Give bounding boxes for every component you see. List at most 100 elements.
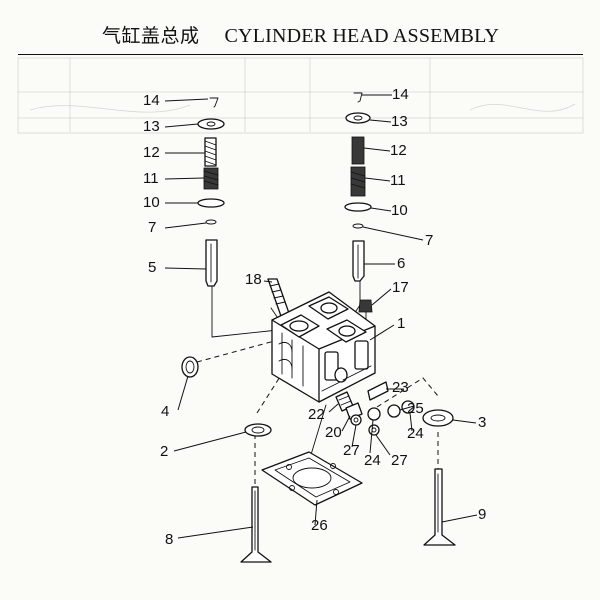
ghost-table bbox=[17, 57, 584, 134]
callout-14-left: 14 bbox=[143, 92, 160, 109]
callout-18: 18 bbox=[245, 271, 262, 288]
cylinder-head-part-1 bbox=[271, 291, 376, 403]
valve-guide-part-5 bbox=[205, 239, 218, 287]
plug-part-17 bbox=[358, 299, 373, 313]
callout-2: 2 bbox=[160, 443, 168, 460]
leader-11-left bbox=[164, 177, 205, 180]
left-valve-stack bbox=[197, 97, 225, 287]
spring-retainer-part-13-right bbox=[345, 112, 371, 124]
head-bore-right bbox=[338, 325, 356, 337]
spring-retainer-inner-left bbox=[206, 121, 216, 127]
leader-1 bbox=[369, 324, 395, 341]
spring-retainer-inner-right bbox=[353, 115, 363, 121]
leader-18 bbox=[263, 280, 273, 283]
valve-part-8 bbox=[240, 486, 272, 563]
leader-3 bbox=[452, 419, 477, 424]
title-rule bbox=[18, 54, 583, 55]
leader-26 bbox=[314, 499, 318, 526]
callout-13-right: 13 bbox=[391, 113, 408, 130]
callout-20: 20 bbox=[325, 424, 342, 441]
leader-5 bbox=[164, 267, 207, 270]
nut-part-25 bbox=[387, 404, 401, 418]
leader-13-right bbox=[369, 119, 392, 123]
outer-spring-coils-left bbox=[203, 170, 219, 186]
washer-part-27-left bbox=[350, 414, 362, 426]
valve-part-9 bbox=[423, 468, 456, 546]
leader-8 bbox=[177, 526, 254, 539]
head-bore-left bbox=[289, 320, 309, 332]
callout-9: 9 bbox=[478, 506, 486, 523]
leader-22 bbox=[328, 403, 339, 413]
dashed-line-item-3 bbox=[376, 377, 439, 408]
seal-part-7-right bbox=[352, 223, 364, 229]
gasket-hole bbox=[330, 463, 336, 469]
fitting-22-thread bbox=[338, 395, 352, 406]
callout-27-left: 27 bbox=[343, 442, 360, 459]
callout-26: 26 bbox=[311, 517, 328, 534]
leader-17 bbox=[371, 288, 392, 306]
callout-10-left: 10 bbox=[143, 194, 160, 211]
front-boss bbox=[334, 367, 348, 383]
gasket-hole bbox=[286, 464, 292, 470]
dashed-line-item-4 bbox=[196, 339, 279, 363]
leader-25 bbox=[399, 405, 415, 411]
callout-labels: 14 13 12 11 10 7 5 14 13 12 11 10 7 6 18… bbox=[143, 86, 486, 548]
lower-edge-detail bbox=[321, 365, 372, 392]
fittings-group bbox=[335, 381, 415, 436]
bolt-18-thread bbox=[269, 283, 286, 305]
seal-part-7-left bbox=[205, 219, 217, 225]
callout-11-right: 11 bbox=[390, 172, 406, 189]
leader-12-right bbox=[363, 147, 391, 152]
head-gasket-part-26 bbox=[261, 451, 363, 506]
callout-10-right: 10 bbox=[391, 202, 408, 219]
ring-part-2-inner bbox=[251, 426, 265, 434]
callout-25: 25 bbox=[407, 400, 424, 417]
ring-part-3 bbox=[422, 409, 454, 427]
leader-7-left bbox=[164, 222, 207, 229]
nut-part-24-right bbox=[401, 400, 415, 414]
nut-part-24-mid bbox=[367, 407, 381, 421]
callout-12-right: 12 bbox=[390, 142, 407, 159]
inner-spring-part-12-left bbox=[204, 137, 217, 167]
valve-key-part-14-right bbox=[353, 92, 363, 103]
title-chinese: 气缸盖总成 bbox=[102, 25, 200, 47]
callout-7-right: 7 bbox=[425, 232, 433, 249]
leader-2 bbox=[173, 431, 247, 452]
leader-7-right bbox=[362, 226, 424, 241]
callout-23: 23 bbox=[392, 379, 409, 396]
leader-24-mid bbox=[369, 419, 374, 454]
head-gasket-inner-edge bbox=[274, 457, 351, 498]
callout-leaders bbox=[164, 94, 478, 539]
callout-24-mid: 24 bbox=[364, 452, 381, 469]
leader-10-right bbox=[370, 207, 392, 212]
leader-27-left bbox=[351, 424, 357, 448]
head-gasket-bore bbox=[292, 467, 332, 489]
left-face-detail bbox=[278, 341, 293, 370]
callout-1: 1 bbox=[397, 315, 405, 332]
callout-8: 8 bbox=[165, 531, 173, 548]
leader-24-right bbox=[409, 412, 413, 432]
callout-5: 5 bbox=[148, 259, 156, 276]
ring-part-2 bbox=[244, 423, 272, 437]
gasket-guide-line bbox=[309, 404, 327, 459]
valve-key-part-14-left bbox=[209, 97, 219, 108]
valve-guide-part-6 bbox=[352, 240, 365, 282]
leader-9 bbox=[441, 514, 478, 523]
outer-spring-coils-right bbox=[350, 171, 366, 189]
callout-27-mid: 27 bbox=[391, 452, 408, 469]
leader-27-mid bbox=[375, 434, 391, 456]
callout-7-left: 7 bbox=[148, 219, 156, 236]
outer-spring-part-11-right bbox=[350, 166, 366, 197]
exhaust-valve-9 bbox=[423, 468, 456, 546]
seal-rings bbox=[181, 356, 454, 437]
washer-inner-27-left bbox=[353, 417, 359, 423]
ring-part-4-inner bbox=[185, 360, 195, 374]
callout-17: 17 bbox=[392, 279, 409, 296]
inner-spring-part-12-right bbox=[351, 136, 365, 165]
leader-11-right bbox=[364, 177, 391, 182]
gasket-hole bbox=[333, 489, 339, 495]
callout-4: 4 bbox=[161, 403, 169, 420]
title-english: CYLINDER HEAD ASSEMBLY bbox=[224, 25, 500, 47]
